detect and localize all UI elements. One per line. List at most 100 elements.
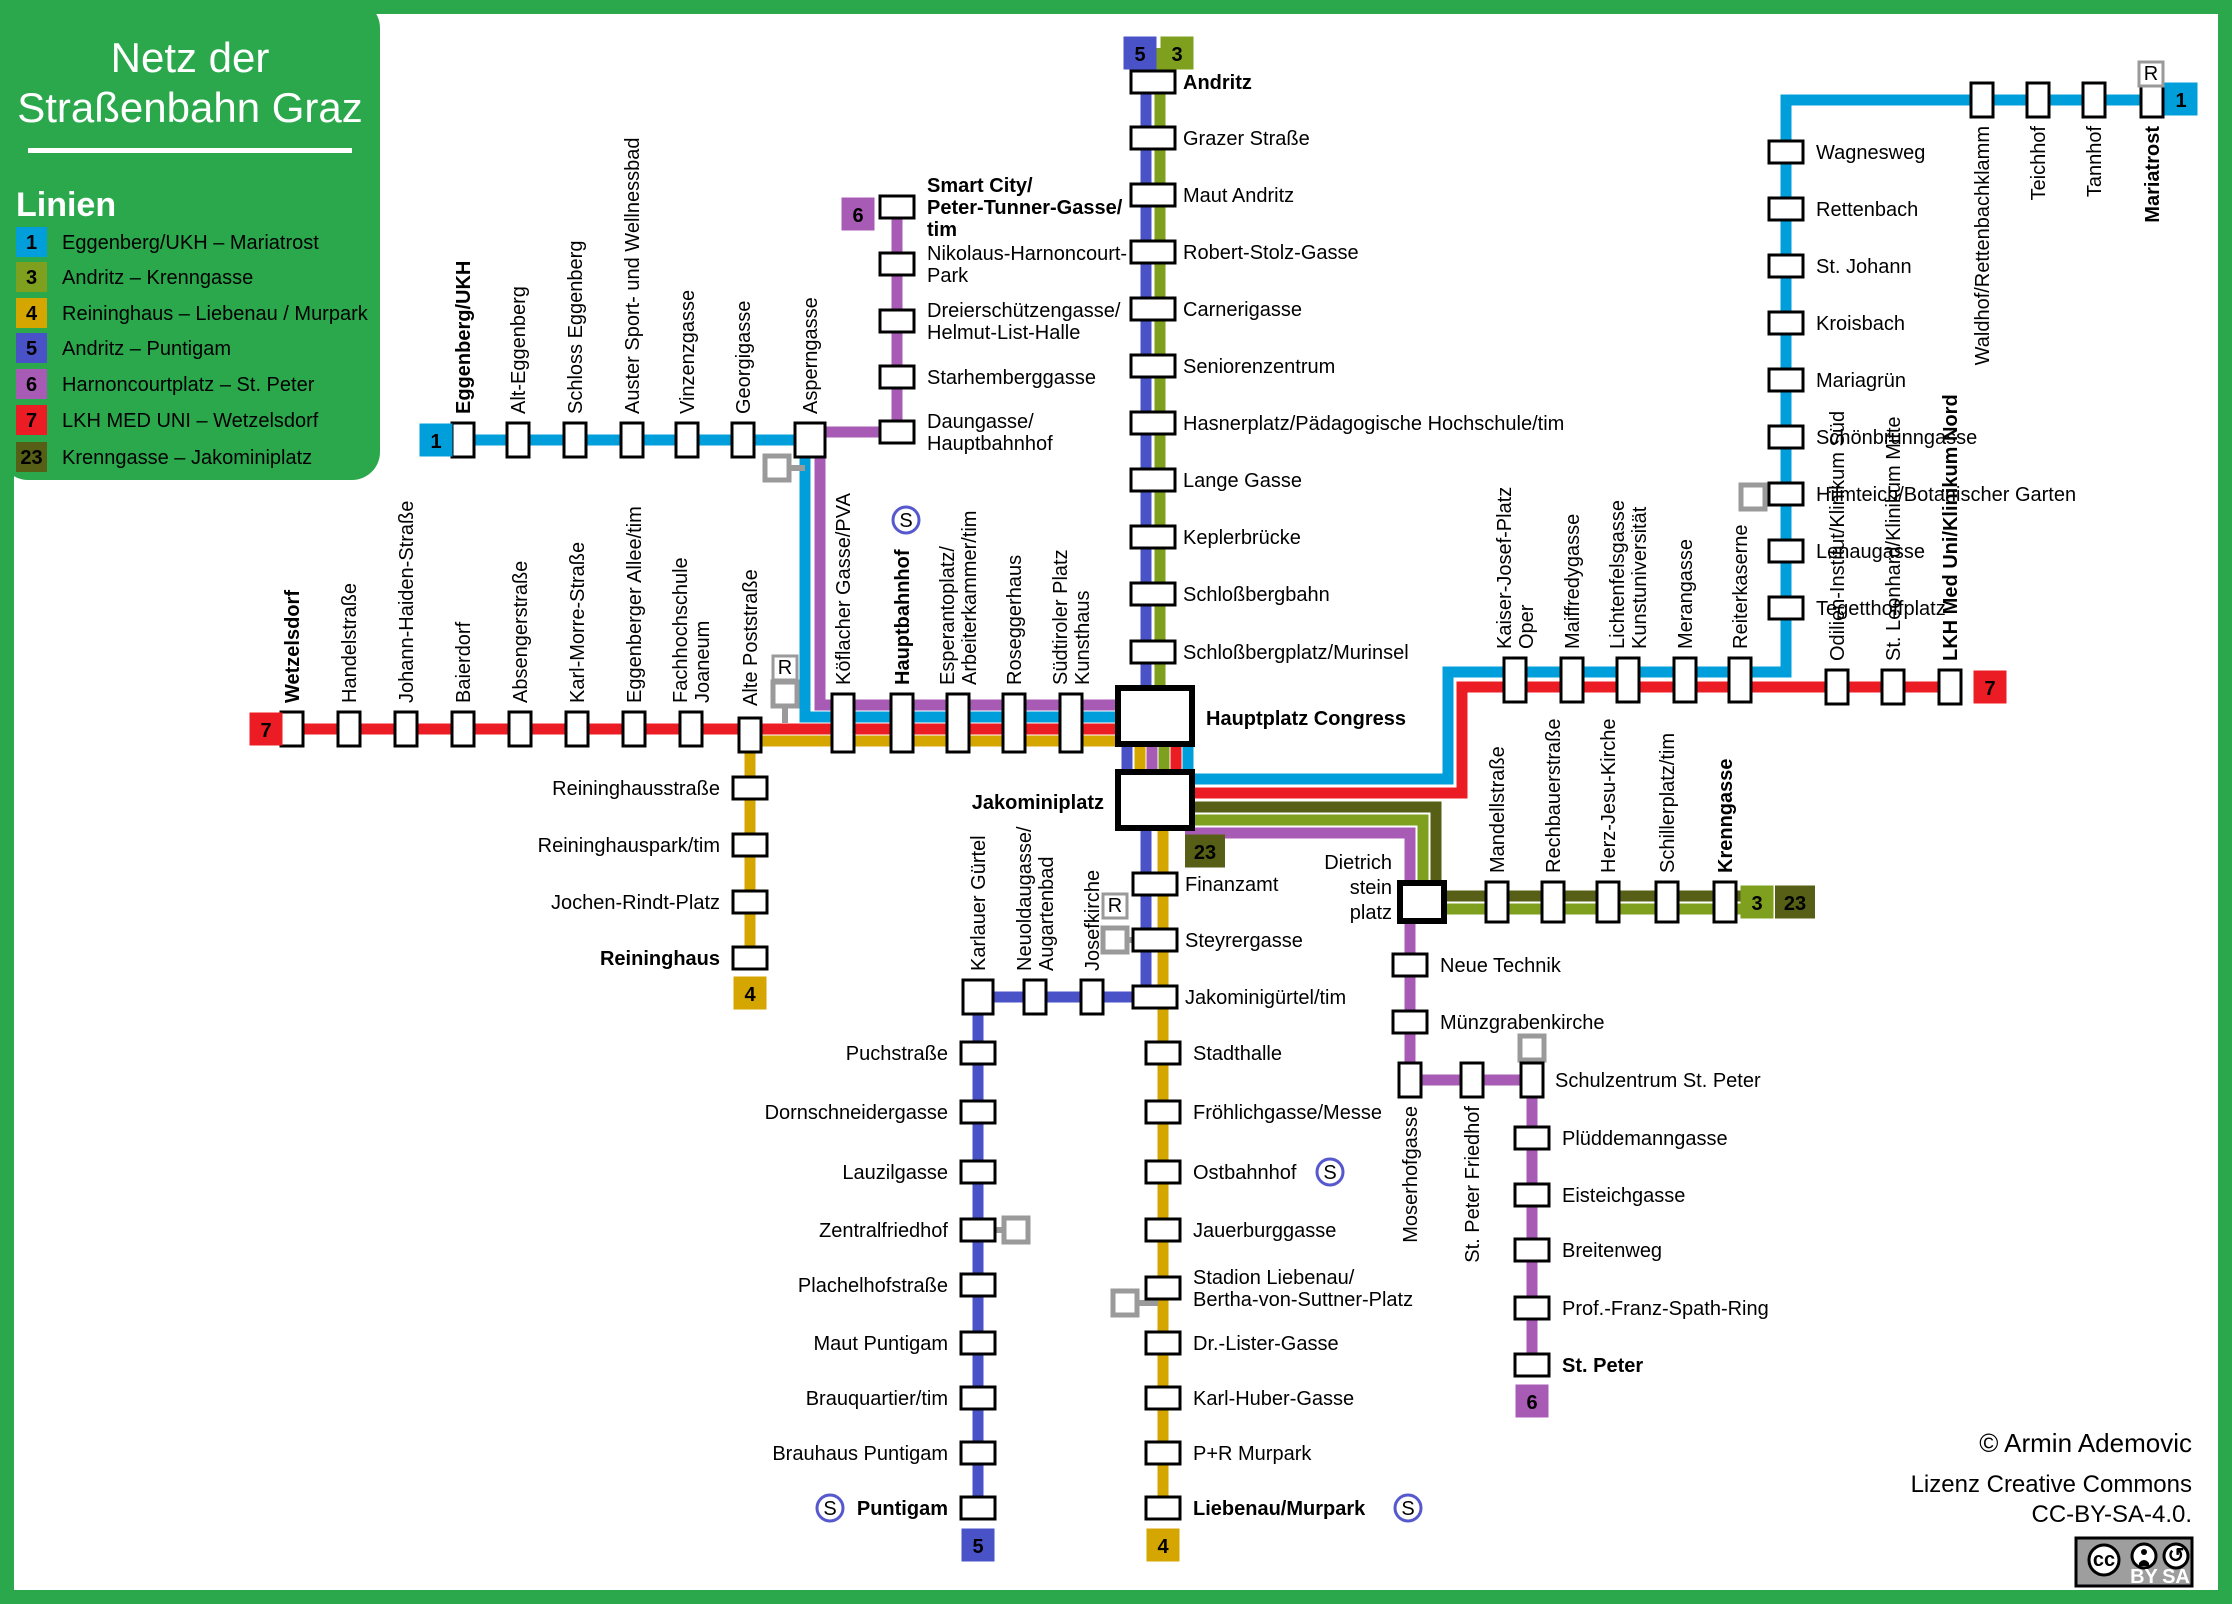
interchange-dietrich-marker	[1397, 880, 1447, 924]
station-steyrergasse: Steyrergasse	[1131, 927, 1303, 953]
legend-label-5: Andritz – Puntigam	[62, 338, 231, 360]
station-zentralfriedhof-marker	[959, 1217, 997, 1243]
station-tegetthoffplatz: Tegetthoffplatz	[1767, 595, 1946, 621]
station-st-peter-marker	[1513, 1352, 1551, 1378]
station-ostbahnhof: Ostbahnhof	[1144, 1159, 1297, 1185]
svg-text:3: 3	[1171, 44, 1182, 66]
station-daungasse-marker	[878, 419, 916, 445]
station-reiterkaserne: Reiterkaserne	[1727, 524, 1753, 704]
station-nikolaus-harnoncourt-marker	[878, 251, 916, 277]
station-neuoldaugasse-label: Neuoldaugasse/Augartenbad	[1014, 826, 1058, 971]
station-georgigasse-label: Georgigasse	[733, 301, 755, 414]
station-neuoldaugasse-marker	[1022, 978, 1048, 1016]
station-kroisbach-label: Kroisbach	[1816, 313, 1905, 335]
station-mariatrost-marker	[2139, 81, 2165, 119]
station-moserhofgasse-label: Moserhofgasse	[1400, 1106, 1422, 1243]
station-st-peter-friedhof-marker	[1459, 1061, 1485, 1099]
station-südtiroler-platz-marker	[1058, 692, 1084, 754]
station-asperngasse-label: Asperngasse	[800, 297, 822, 414]
connector-stub-icon-0	[762, 453, 792, 483]
station-münzgrabenkirche-label: Münzgrabenkirche	[1440, 1012, 1605, 1034]
connector-stub-icon-5	[1110, 1288, 1140, 1318]
station-mandellstraße: Mandellstraße	[1484, 746, 1510, 924]
station-münzgrabenkirche: Münzgrabenkirche	[1391, 1009, 1605, 1035]
station-auster-sport-und-wellnessbad-marker	[619, 421, 645, 459]
station-jauerburggasse-marker	[1144, 1217, 1182, 1243]
station-schillerplatz-tim-label: Schillerplatz/tim	[1657, 733, 1679, 873]
station-johann-haiden-straße-label: Johann-Haiden-Straße	[396, 501, 418, 703]
station-hauptbahnhof-label: Hauptbahnhof	[892, 549, 914, 685]
station-brauhaus-puntigam: Brauhaus Puntigam	[772, 1440, 997, 1466]
station-finanzamt-label: Finanzamt	[1185, 874, 1279, 896]
station-schulzentrum-st-peter-marker	[1519, 1061, 1545, 1099]
station-alt-eggenberg-marker	[505, 421, 531, 459]
station-daungasse-label: Daungasse/Hauptbahnhof	[927, 411, 1053, 455]
svg-text:R: R	[778, 657, 792, 679]
station-reininghaus-label: Reininghaus	[600, 948, 720, 970]
station-lichtenfelsgasse-label: LichtenfelsgasseKunstuniversität	[1607, 500, 1651, 649]
station-odilien-institut-klinikum-süd-marker	[1824, 668, 1850, 706]
legend-swatch-23	[16, 442, 47, 472]
station-wagnesweg: Wagnesweg	[1767, 139, 1925, 165]
station-hasnerplatz-pädagogische-hochschule-tim-label: Hasnerplatz/Pädagogische Hochschule/tim	[1183, 413, 1564, 435]
station-schillerplatz-tim-marker	[1654, 880, 1680, 924]
line-3-segment-15	[1185, 814, 1760, 915]
station-reiterkaserne-label: Reiterkaserne	[1730, 524, 1752, 649]
svg-text:cc: cc	[2093, 1549, 2115, 1571]
connector-stub-icon-4	[1001, 1215, 1031, 1245]
station-wagnesweg-marker	[1767, 139, 1805, 165]
station-lkh-med-uni-klinikum-nord-marker	[1937, 668, 1963, 706]
station-kroisbach-marker	[1767, 310, 1805, 336]
line-3-badge-1: 3	[1160, 36, 1194, 70]
station-lange-gasse-marker	[1129, 467, 1177, 493]
svg-text:5: 5	[972, 1536, 983, 1558]
svg-text:7: 7	[260, 720, 271, 742]
station-andritz: Andritz	[1129, 69, 1252, 95]
station-moserhofgasse-marker	[1397, 1061, 1423, 1099]
station-rettenbach-marker	[1767, 196, 1805, 222]
station-karl-huber-gasse: Karl-Huber-Gasse	[1144, 1385, 1354, 1411]
station-tannhof-label: Tannhof	[2084, 126, 2106, 198]
svg-text:6: 6	[852, 205, 863, 227]
station-mandellstraße-marker	[1484, 880, 1510, 924]
station-köflacher-gasse-pva-marker	[830, 692, 856, 754]
connector-stub-icon-3	[1100, 925, 1130, 955]
station-jochen-rindt-platz-marker	[731, 889, 769, 915]
regional-rail-icon-1: R	[771, 654, 799, 682]
svg-text:6: 6	[26, 374, 37, 396]
map-title-line2: Straßenbahn Graz	[17, 84, 363, 131]
line-1-badge-2: 1	[419, 423, 453, 457]
station-reininghausstraße-marker	[731, 775, 769, 801]
station-plüddemanngasse-marker	[1513, 1125, 1551, 1151]
station-p+r-murpark: P+R Murpark	[1144, 1440, 1312, 1466]
svg-text:1: 1	[26, 232, 37, 254]
station-odilien-institut-klinikum-süd-label: Odilien-Institut/Klinikum Süd	[1827, 411, 1849, 661]
station-hauptbahnhof: Hauptbahnhof	[889, 549, 915, 754]
station-dreierschützengasse: Dreierschützengasse/Helmut-List-Halle	[878, 300, 1121, 344]
station-brauhaus-puntigam-marker	[959, 1440, 997, 1466]
station-keplerbrücke: Keplerbrücke	[1129, 524, 1301, 550]
sbahn-icon-2: S	[1393, 1493, 1423, 1523]
station-hauptbahnhof-marker	[889, 692, 915, 754]
station-smart-city-marker	[878, 194, 916, 220]
station-alte-poststraße: Alte Poststraße	[737, 569, 763, 754]
station-neue-technik-label: Neue Technik	[1440, 955, 1562, 977]
station-südtiroler-platz-label: Südtiroler PlatzKunsthaus	[1050, 549, 1094, 685]
station-lichtenfelsgasse: LichtenfelsgasseKunstuniversität	[1607, 500, 1651, 704]
station-breitenweg-label: Breitenweg	[1562, 1240, 1662, 1262]
svg-text:↺: ↺	[2168, 1545, 2185, 1567]
station-merangasse-marker	[1672, 656, 1698, 704]
station-lenaugasse-label: Lenaugasse	[1816, 541, 1925, 563]
station-hilmteich-botanischer-garten-marker	[1767, 481, 1805, 507]
station-ostbahnhof-marker	[1144, 1159, 1182, 1185]
station-dornschneidergasse-marker	[959, 1099, 997, 1125]
station-schloss-eggenberg-label: Schloss Eggenberg	[565, 241, 587, 414]
line-7-badge-6: 7	[1973, 670, 2007, 704]
station-nikolaus-harnoncourt-label: Nikolaus-Harnoncourt-Park	[927, 243, 1127, 287]
station-dr-lister-gasse-marker	[1144, 1330, 1182, 1356]
station-köflacher-gasse-pva: Köflacher Gasse/PVA	[830, 492, 856, 754]
station-roseggerhaus-marker	[1001, 692, 1027, 754]
